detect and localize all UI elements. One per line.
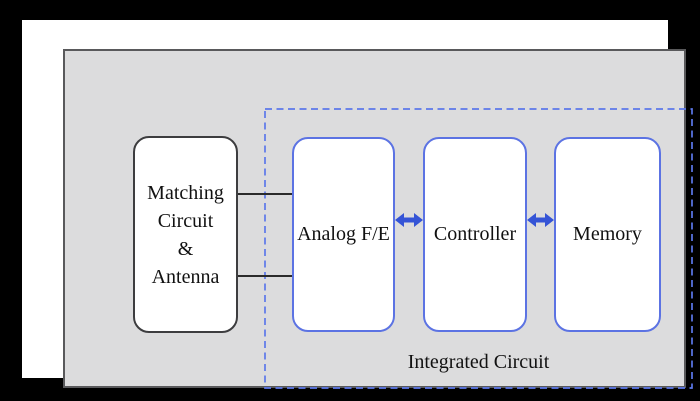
matching-block-line: Antenna bbox=[151, 265, 220, 288]
diagram-panel: Matching Circuit & Antenna Analog F/E Co… bbox=[63, 49, 693, 389]
connector-line-bottom bbox=[238, 275, 292, 277]
integrated-circuit-label: Integrated Circuit bbox=[407, 351, 550, 373]
matching-block-line: Circuit bbox=[157, 209, 214, 232]
controller-label: Controller bbox=[433, 223, 517, 245]
memory-block: Memory bbox=[554, 137, 661, 332]
figure-page: Matching Circuit & Antenna Analog F/E Co… bbox=[22, 20, 693, 389]
integrated-circuit-region bbox=[264, 108, 693, 389]
memory-label: Memory bbox=[573, 223, 642, 245]
analog-fe-label: Analog F/E bbox=[297, 223, 390, 245]
matching-block-line: Matching bbox=[147, 181, 224, 204]
connector-line-top bbox=[238, 193, 292, 195]
analog-fe-block: Analog F/E bbox=[292, 137, 395, 332]
matching-block-line: & bbox=[177, 237, 194, 260]
matching-circuit-antenna-block: Matching Circuit & Antenna bbox=[133, 136, 238, 333]
bidirectional-arrow-icon bbox=[527, 212, 554, 228]
bidirectional-arrow-icon bbox=[395, 212, 423, 228]
dashed-border bbox=[264, 108, 693, 389]
controller-block: Controller bbox=[423, 137, 527, 332]
